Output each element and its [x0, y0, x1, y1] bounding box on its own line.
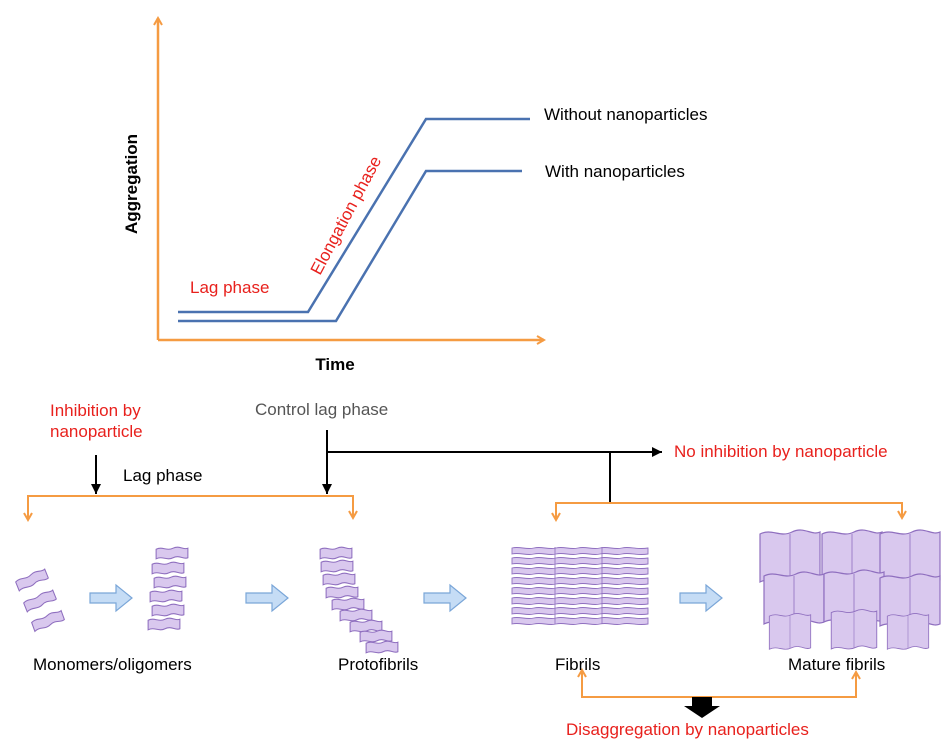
disaggregation-bracket — [581, 672, 856, 698]
disaggregation-down-arrow — [684, 697, 720, 718]
protofibrils-illustration — [319, 546, 399, 654]
stage-arrow-2 — [245, 583, 289, 613]
inhibition-label-line1: Inhibition by — [50, 401, 141, 420]
series-label-with: With nanoparticles — [545, 162, 685, 181]
curve-with-nanoparticles — [178, 169, 522, 323]
x-axis-label: Time — [315, 355, 354, 374]
lag-phase-chart-label: Lag phase — [190, 278, 269, 297]
inhibition-label-line2: nanoparticle — [50, 422, 143, 441]
stage-arrow-1 — [89, 583, 133, 613]
oligomers-illustration — [147, 546, 189, 631]
lag-phase-label: Lag phase — [123, 466, 202, 485]
monomers-illustration — [14, 567, 66, 632]
stage-arrow-3 — [423, 583, 467, 613]
stage-label-mature-fibrils: Mature fibrils — [788, 655, 885, 674]
control-lag-label: Control lag phase — [255, 400, 388, 419]
stage-label-protofibrils: Protofibrils — [338, 655, 418, 674]
stage-arrows — [89, 583, 723, 613]
aggregation-chart: Aggregation Time Lag phase Elongation ph… — [122, 18, 707, 374]
stage-arrow-4 — [679, 583, 723, 613]
no-inhibition-label: No inhibition by nanoparticle — [674, 442, 888, 461]
pathway-annotations: Inhibition by nanoparticle Control lag p… — [28, 400, 902, 739]
inhibition-label: Inhibition by nanoparticle — [50, 401, 145, 441]
curve-without-nanoparticles — [178, 117, 530, 314]
series-label-without: Without nanoparticles — [544, 105, 707, 124]
stage-label-fibrils: Fibrils — [555, 655, 600, 674]
fibrils-illustration — [511, 546, 649, 626]
mature-fibrils-illustration — [759, 529, 941, 650]
disaggregation-label: Disaggregation by nanoparticles — [566, 720, 809, 739]
y-axis-label: Aggregation — [122, 134, 141, 234]
fibril-bracket — [555, 502, 902, 518]
stage-label-monomers: Monomers/oligomers — [33, 655, 192, 674]
lag-phase-bracket — [27, 495, 353, 520]
